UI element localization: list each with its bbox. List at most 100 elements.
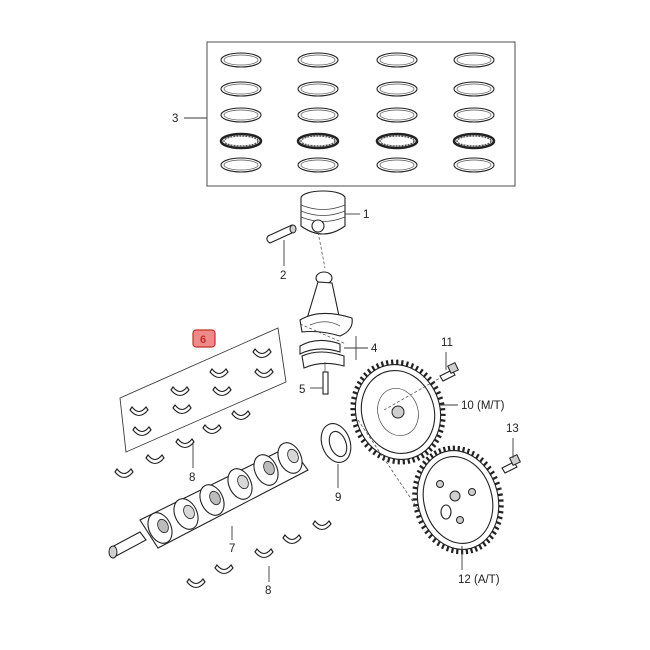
piston-ring xyxy=(297,81,339,97)
callout-11: 11 xyxy=(441,337,453,349)
drive-plate-gear-tooth xyxy=(466,448,471,454)
main-bearing-shell xyxy=(186,578,206,589)
drive-plate-gear-tooth xyxy=(474,546,479,552)
flywheel-gear-tooth xyxy=(433,385,439,391)
main-bearing-shell-tab xyxy=(114,468,134,473)
drive-plate-gear-tooth xyxy=(475,453,480,460)
drive-plate-gear-tooth xyxy=(497,515,503,520)
piston-ring xyxy=(453,107,495,123)
oil-seal-group: 9 xyxy=(320,423,352,504)
bearing-shell-panel xyxy=(119,327,287,453)
drive-plate-gear-tooth xyxy=(497,493,503,497)
piston-ring xyxy=(453,52,495,68)
piston-ring-inner xyxy=(456,109,492,121)
flywheel-gear-tooth xyxy=(363,372,369,378)
bearing-shells xyxy=(129,348,274,437)
bearing-shell-tab xyxy=(252,348,272,353)
flywheel-gear-tooth xyxy=(387,457,391,463)
drive-plate-gear-tooth xyxy=(427,533,433,539)
drive-plate-gear-tooth xyxy=(447,445,451,452)
piston-ring-inner xyxy=(379,109,415,121)
drive-plate-gear-tooth xyxy=(437,448,442,454)
crank-journal xyxy=(237,474,249,490)
flywheel-gear-tooth xyxy=(372,450,377,456)
bearing-shell xyxy=(209,368,229,379)
piston-ring-inner xyxy=(379,83,415,95)
flywheel-gear-tooth xyxy=(426,376,432,382)
drive-plate-gear-tooth xyxy=(419,464,425,470)
drive-plate-gear-tooth xyxy=(415,514,422,519)
drive-plate-gear-tooth xyxy=(489,470,495,476)
flywheel-gear-tooth xyxy=(433,438,440,444)
drive-plate-gear-tooth xyxy=(498,510,504,514)
main-bearing-shell xyxy=(175,438,195,449)
flywheel-gear-tooth xyxy=(385,360,389,366)
flywheel-gear-tooth xyxy=(376,452,382,459)
flywheel-hub xyxy=(391,405,405,419)
flywheel-bolt-group: 11 xyxy=(383,337,459,411)
main-bearing-shell-tab xyxy=(214,564,234,569)
flywheel-gear-tooth xyxy=(439,424,445,428)
callout-12: 12 (A/T) xyxy=(458,574,500,586)
bearing-shell xyxy=(212,386,232,397)
crankshaft-webs xyxy=(147,442,303,544)
drive-plate-gear-tooth xyxy=(462,446,466,453)
crank-journal xyxy=(263,460,275,476)
drive-plate-gear-tooth xyxy=(421,524,427,530)
bearing-shell xyxy=(172,404,192,415)
connecting-rod-group xyxy=(299,231,353,337)
callout-5: 5 xyxy=(299,384,305,396)
main-bearing-shell xyxy=(254,548,274,559)
drive-plate-gear-tooth xyxy=(418,519,424,525)
bearing-shell xyxy=(170,386,190,397)
piston-ring-inner xyxy=(456,159,492,171)
main-bearing-shell-tab xyxy=(145,454,165,459)
main-bearing-shell-tab xyxy=(282,534,302,539)
drive-plate-bolt-group: 13 xyxy=(501,423,521,474)
bearing-shell xyxy=(129,406,149,417)
rod-bearing-upper xyxy=(299,339,341,355)
drive-plate-gear-tooth xyxy=(483,461,489,467)
callout-6-badge xyxy=(192,329,216,348)
flywheel-gear-tooth xyxy=(435,390,442,395)
piston-ring-inner xyxy=(300,109,336,121)
main-bearing-shell xyxy=(231,410,251,421)
flywheel-gear-tooth xyxy=(419,368,424,374)
main-bearing-shell-tab xyxy=(231,410,251,415)
flywheel-gear-tooth xyxy=(424,450,430,456)
piston-ring xyxy=(296,132,340,150)
callout-3: 3 xyxy=(172,113,178,125)
flywheel-gear-tooth xyxy=(438,429,444,434)
flywheel-gear-tooth xyxy=(439,402,445,406)
drive-plate-group: 12 (A/T) xyxy=(357,419,504,586)
piston-ring-inner xyxy=(223,159,259,171)
drive-plate-gear-tooth xyxy=(486,465,492,471)
drive-plate-gear-tooth xyxy=(494,481,501,486)
flywheel-gear-tooth xyxy=(437,396,444,401)
flywheel-gear-tooth xyxy=(380,361,385,367)
flywheel-gear-tooth xyxy=(366,368,372,374)
flywheel-gear-tooth xyxy=(430,380,436,386)
piston-ring xyxy=(220,81,262,97)
drive-plate-gear-tooth xyxy=(422,460,428,466)
bearing-shell-tab xyxy=(172,404,192,409)
rod-bolt xyxy=(322,371,329,395)
flywheel-gear-tooth xyxy=(364,442,370,448)
flywheel-gear-tooth xyxy=(392,458,396,464)
piston-group: 1 xyxy=(300,190,369,235)
main-bearing-shell xyxy=(114,468,134,479)
drive-plate-gear-tooth xyxy=(491,530,497,536)
drive-plate-gear-tooth xyxy=(413,503,419,507)
bearing-shell xyxy=(132,426,152,437)
drive-plate-gear-tooth xyxy=(429,453,434,459)
crank-journal xyxy=(209,490,221,506)
callout-7: 7 xyxy=(229,543,235,555)
bearing-shell xyxy=(252,348,272,359)
drive-plate-hub xyxy=(449,490,461,502)
flywheel-gear-tooth xyxy=(356,380,363,386)
piston-ring xyxy=(376,157,418,173)
flywheel-gear-tooth xyxy=(352,390,358,395)
bearing-shell-tab xyxy=(254,368,274,373)
crank-journal xyxy=(287,448,299,464)
drive-plate-gear-tooth xyxy=(478,544,483,550)
